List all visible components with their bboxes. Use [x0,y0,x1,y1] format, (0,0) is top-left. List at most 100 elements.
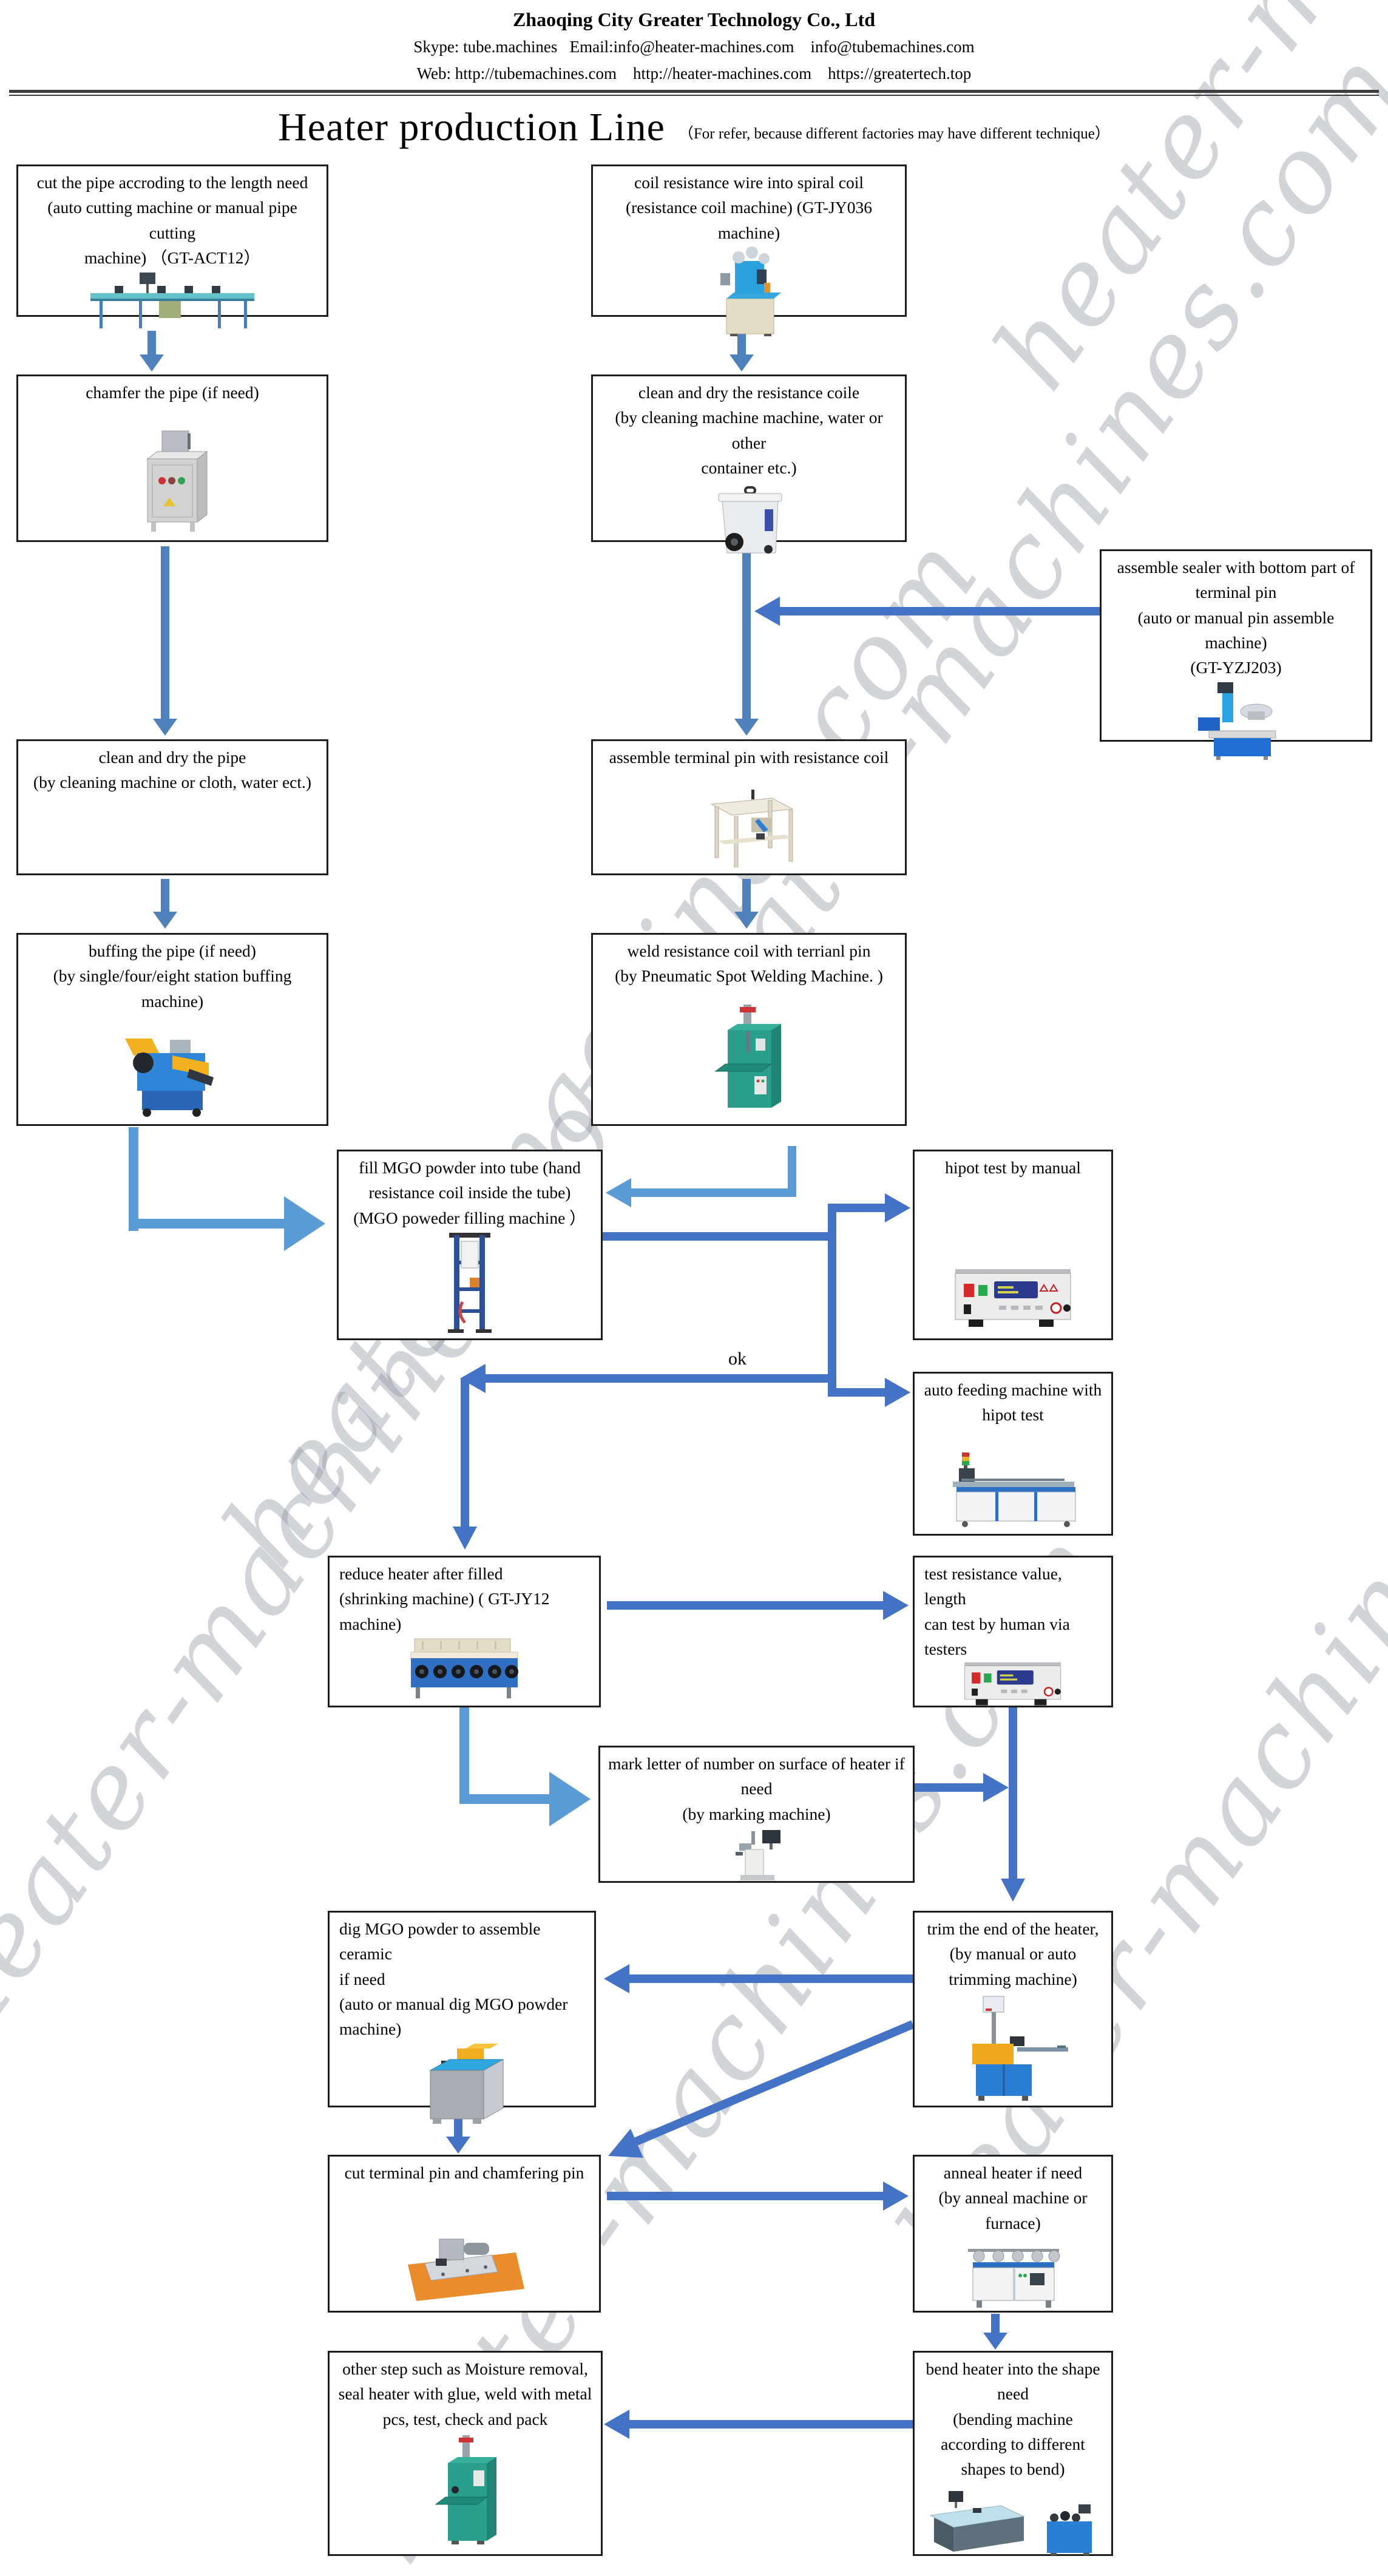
node-weld: weld resistance coil with terrianl pin (… [591,933,907,1126]
trimming-machine-photo [954,1991,1072,2102]
node-anneal: anneal heater if need (by anneal machine… [913,2155,1113,2313]
terminal-pin-table-photo [700,782,797,867]
company-name: Zhaoqing City Greater Technology Co., Lt… [512,8,876,30]
node-other-step: other step such as Moisture removal, sea… [328,2351,603,2556]
arrow-buffing-to-fill-horiz [129,1219,284,1229]
resistance-tester-photo [958,1661,1068,1710]
node-anneal-label: anneal heater if need (by anneal machine… [938,2163,1088,2232]
arrow-test-to-trim-head [1001,1879,1025,1902]
node-dig-label: dig MGO powder to assemble ceramic if ne… [339,1919,568,2038]
pin-assemble-machine-photo [1185,680,1288,761]
node-clean-pipe-label: clean and dry the pipe (by cleaning mach… [33,748,312,792]
anneal-machine-photo [957,2235,1069,2310]
arrow-weld-to-fill [606,1178,796,1207]
title-row: Heater production Line （For refer, becau… [0,104,1388,151]
arrow-trim-to-cut-pin [608,2020,915,2158]
watermark-text: heater-machines.com [971,0,1388,410]
web-line: Web: http://tubemachines.com http://heat… [416,64,972,83]
node-assemble-pin-label: assemble terminal pin with resistance co… [609,748,889,767]
arrow-sealer-to-assemble-pin [754,597,1100,626]
node-fill-mgo: fill MGO powder into tube (hand resistan… [337,1150,603,1340]
node-dig: dig MGO powder to assemble ceramic if ne… [328,1911,596,2124]
arrow-ok-left [460,1364,836,1393]
node-test-resistance: test resistance value, length can test b… [913,1556,1113,1707]
node-hipot-label: hipot test by manual [945,1158,1081,1177]
node-mark: mark letter of number on surface of heat… [598,1746,915,1883]
arrow-reduce-to-mark-horiz [459,1794,549,1804]
sealing-machine-photo [420,2432,511,2548]
bending-machines-photo [922,2481,1104,2556]
node-assemble-sealer: assemble sealer with bottom part of term… [1100,549,1372,761]
pin-cutting-machine-photo [401,2221,528,2305]
hipot-tester-photo [948,1264,1078,1332]
node-weld-label: weld resistance coil with terrianl pin (… [615,941,883,986]
arrow-cut-pin-to-anneal [607,2181,909,2211]
node-buffing: buffing the pipe (if need) (by single/fo… [16,933,328,1126]
arrow-cut-pipe-to-chamfer [140,331,164,371]
header-divider [9,90,1379,96]
node-other-step-label: other step such as Moisture removal, sea… [338,2359,592,2429]
node-cut-pin-label: cut terminal pin and chamfering pin [344,2163,584,2182]
node-bend-label: bend heater into the shape need (bending… [926,2359,1100,2478]
node-coil-wire-label: coil resistance wire into spiral coil (r… [625,173,872,242]
ok-label: ok [728,1349,746,1369]
page-title-note: （For refer, because different factories … [678,126,1110,142]
node-assemble-pin: assemble terminal pin with resistance co… [591,739,907,875]
node-auto-feeding: auto feeding machine with hipot test [913,1372,1113,1536]
line-ok-down [461,1378,469,1527]
arrow-into-hipot [832,1193,910,1222]
node-assemble-sealer-label: assemble sealer with bottom part of term… [1117,558,1355,677]
arrow-ok-down-head [453,1527,477,1550]
node-mark-label: mark letter of number on surface of heat… [608,1754,905,1823]
node-cut-pipe-label: cut the pipe accroding to the length nee… [36,173,308,267]
node-coil-wire: coil resistance wire into spiral coil (r… [591,164,907,336]
chamfer-machine-photo [127,425,218,534]
node-reduce: reduce heater after filled (shrinking ma… [328,1556,601,1707]
arrow-buffing-to-fill-vert [129,1127,138,1231]
line-fill-to-hipot-horiz [603,1232,836,1241]
node-cut-pipe: cut the pipe accroding to the length nee… [16,164,328,328]
spot-welder-photo [703,1000,794,1118]
buffing-machine-photo [112,1018,233,1118]
contact-line: Skype: tube.machines Email:info@heater-m… [413,38,975,56]
node-reduce-label: reduce heater after filled (shrinking ma… [339,1564,550,1633]
arrow-trim-to-dig [604,1964,913,1993]
arrow-buffing-to-fill-head [284,1196,325,1251]
arrow-reduce-to-test [607,1591,909,1620]
dig-mgo-machine-photo [412,2041,512,2126]
node-bend: bend heater into the shape need (bending… [913,2351,1113,2556]
arrow-mark-to-line [915,1773,1009,1802]
arrow-anneal-to-bend [983,2314,1007,2350]
arrow-reduce-to-mark-vert [459,1707,469,1804]
node-clean-coil: clean and dry the resistance coile (by c… [591,375,907,554]
arrow-weld-to-fill-vert [788,1146,796,1197]
node-chamfer: chamfer the pipe (if need) [16,375,328,542]
node-fill-mgo-label: fill MGO powder into tube (hand resistan… [353,1158,586,1227]
arrow-chamfer-to-clean-pipe [153,546,177,736]
cut-pipe-machine-photo [81,270,263,331]
line-fill-to-hipot-vert [828,1204,836,1397]
shrinking-machine-photo [398,1636,531,1700]
node-clean-pipe: clean and dry the pipe (by cleaning mach… [16,739,328,875]
node-test-resistance-label: test resistance value, length can test b… [924,1564,1070,1658]
arrow-clean-pipe-to-buffing [153,879,177,929]
node-auto-feeding-label: auto feeding machine with hipot test [924,1380,1102,1425]
node-cut-pin: cut terminal pin and chamfering pin [328,2155,601,2313]
node-clean-coil-label: clean and dry the resistance coile (by c… [615,383,883,477]
node-chamfer-label: chamfer the pipe (if need) [86,383,259,402]
arrow-into-auto-feeding [832,1378,910,1407]
node-buffing-label: buffing the pipe (if need) (by single/fo… [53,941,292,1011]
arrow-clean-coil-to-assemble-pin [734,546,759,736]
coil-machine-photo [703,245,794,336]
arrow-bend-to-other [604,2410,913,2439]
node-hipot: hipot test by manual [913,1150,1113,1340]
mgo-filling-machine-photo [438,1230,502,1335]
node-trim: trim the end of the heater, (by manual o… [913,1911,1113,2107]
node-trim-label: trim the end of the heater, (by manual o… [927,1919,1099,1988]
arrow-assemble-pin-to-weld [734,879,759,929]
arrow-coil-to-clean-coil [730,331,754,371]
marking-machine-photo [711,1826,802,1882]
auto-feeding-machine-photo [943,1450,1083,1528]
line-test-to-trim [1009,1707,1017,1879]
